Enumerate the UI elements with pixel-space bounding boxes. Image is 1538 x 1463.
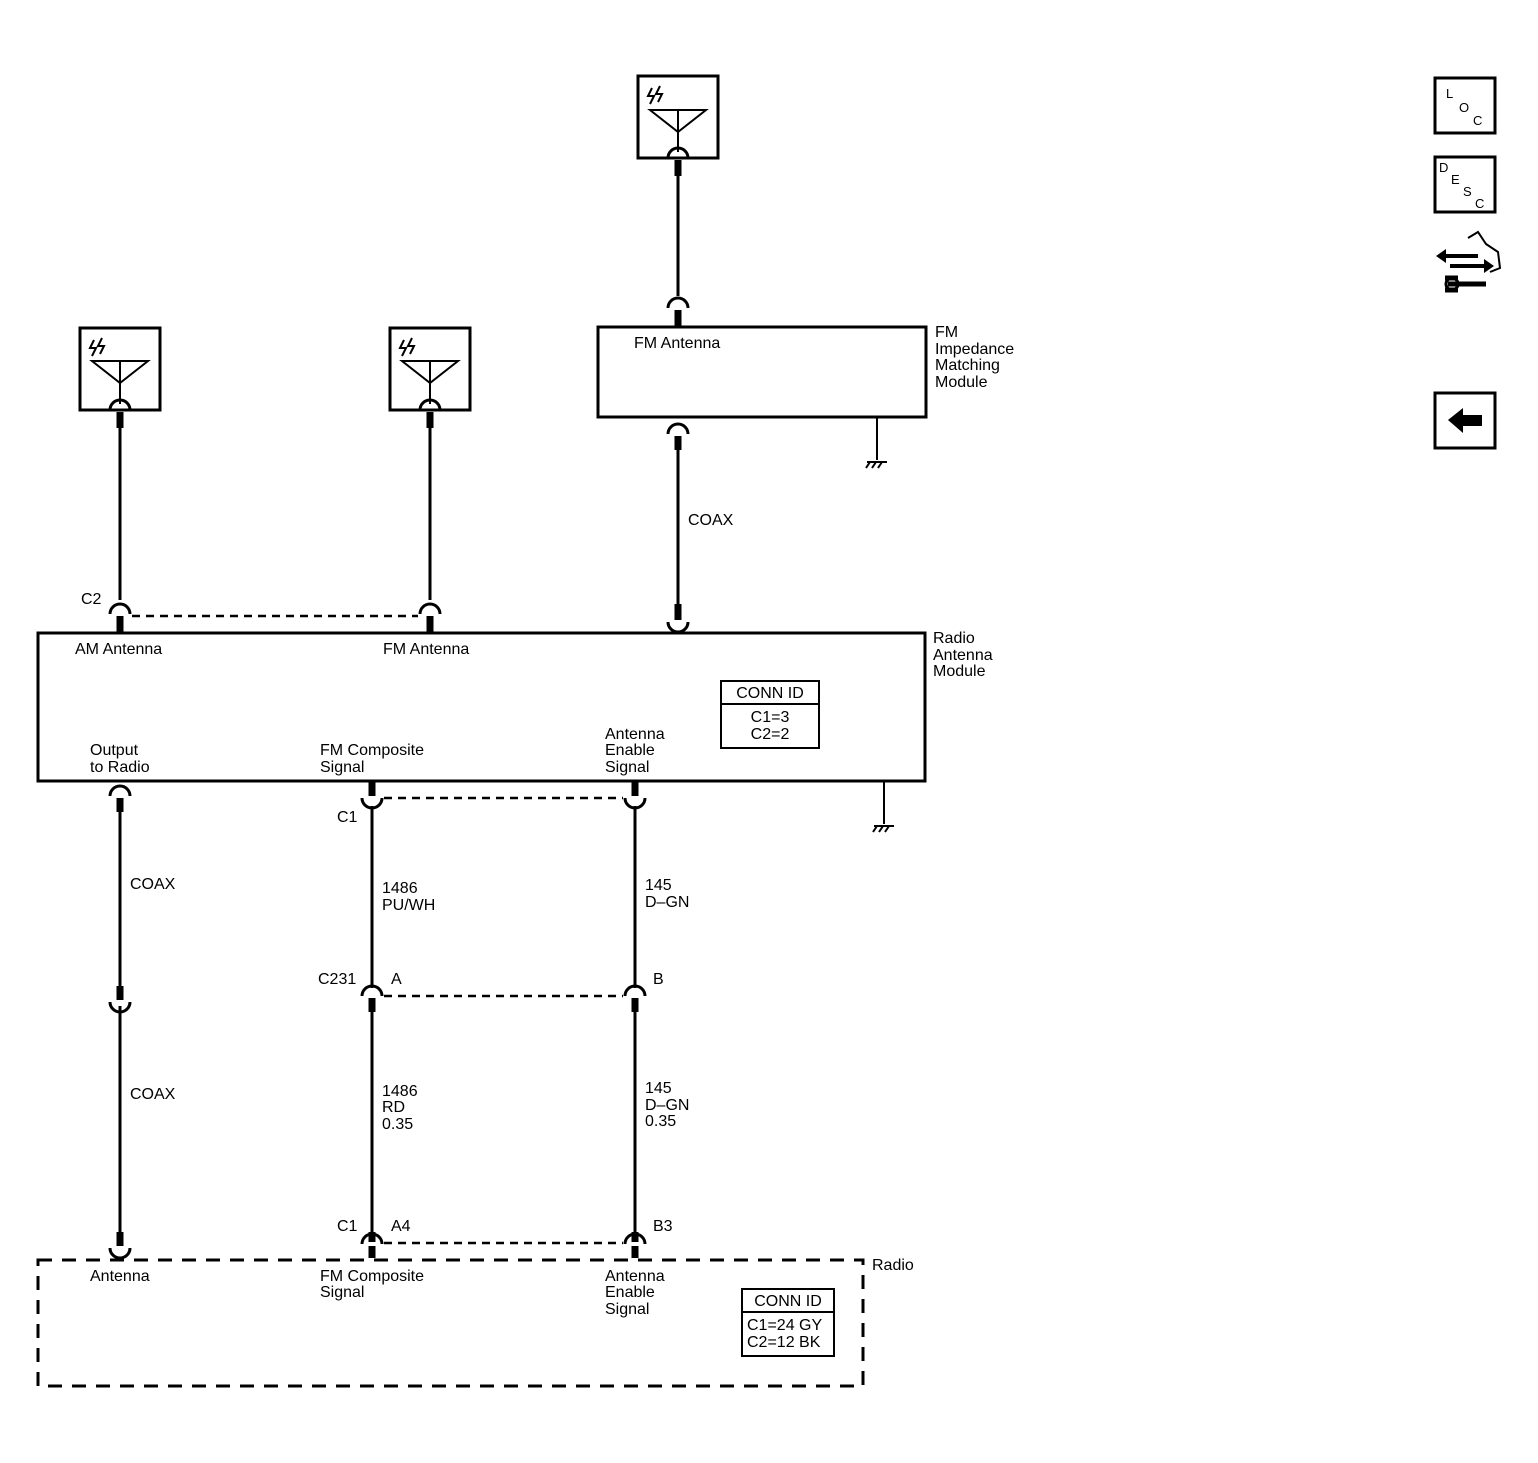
w1486-lower-color: RD — [382, 1099, 405, 1116]
desc-letter-d: D — [1439, 160, 1448, 175]
antenna-enable-signal-1: Antenna — [605, 726, 665, 743]
loc-letter-c: C — [1473, 113, 1482, 128]
connector-end-view-icon[interactable] — [1436, 230, 1502, 293]
ram-conn-id-c2: C2=2 — [751, 726, 790, 743]
fm-module-pin-label: FM Antenna — [634, 335, 720, 352]
fm-antenna-pin-label: FM Antenna — [383, 641, 469, 658]
w145-upper-color: D–GN — [645, 894, 689, 911]
w1486-upper-num: 1486 — [382, 880, 418, 897]
ram-name-2: Antenna — [933, 647, 993, 664]
radio-c1-connector: C1 A4 B3 — [337, 1218, 673, 1258]
ram-conn-id-table: CONN ID C1=3 C2=2 — [720, 680, 820, 749]
ram-name-1: Radio — [933, 630, 975, 647]
radio-fm-composite-1: FM Composite — [320, 1268, 424, 1285]
radio-antenna-enable-3: Signal — [605, 1301, 649, 1318]
radio-antenna-module-c2: C2 — [81, 591, 442, 632]
radio-conn-id-title: CONN ID — [754, 1293, 822, 1310]
output-to-radio-2: to Radio — [90, 759, 150, 776]
desc-button[interactable]: D E S C — [1433, 155, 1497, 214]
radio-fm-composite-2: Signal — [320, 1284, 364, 1301]
c231-pin-a: A — [391, 971, 402, 988]
w145-lower-color: D–GN — [645, 1097, 689, 1114]
am-antenna-pin-label: AM Antenna — [75, 641, 162, 658]
ground-icon — [865, 417, 887, 469]
antenna-signal-icon — [88, 337, 106, 357]
fm-composite-signal-2: Signal — [320, 759, 364, 776]
coax-low-label: COAX — [130, 1086, 176, 1103]
loc-button[interactable]: L O C — [1433, 76, 1497, 135]
coax-mid-label: COAX — [130, 876, 176, 893]
coax-top-label: COAX — [688, 512, 734, 529]
inline-connector-c231: C231 A B — [318, 971, 664, 1012]
fm-composite-signal-1: FM Composite — [320, 742, 424, 759]
radio-name: Radio — [872, 1257, 914, 1274]
c1-label: C1 — [337, 809, 358, 826]
c2-label: C2 — [81, 591, 102, 608]
fm-antenna-top — [636, 74, 720, 176]
back-arrow-icon — [1448, 408, 1482, 433]
fm-module-name-2: Impedance — [935, 341, 1014, 358]
antenna-enable-signal-2: Enable — [605, 742, 655, 759]
radio-antenna-enable-2: Enable — [605, 1284, 655, 1301]
radio-antenna-pin-label: Antenna — [90, 1268, 150, 1285]
w145-lower-num: 145 — [645, 1080, 672, 1097]
desc-letter-c: C — [1475, 196, 1484, 211]
fm-module-name-4: Module — [935, 374, 988, 391]
radio-antenna-module: AM Antenna FM Antenna Radio Antenna Modu… — [36, 630, 993, 833]
am-antenna — [78, 326, 162, 428]
desc-letter-s: S — [1463, 184, 1472, 199]
back-button[interactable] — [1433, 391, 1497, 450]
ram-name-3: Module — [933, 663, 986, 680]
ground-icon — [872, 781, 894, 833]
radio-conn-id-c1: C1=24 GY — [747, 1317, 822, 1334]
fm-module-name-3: Matching — [935, 357, 1000, 374]
desc-letter-e: E — [1451, 172, 1460, 187]
fm-module-input-pin — [666, 296, 690, 326]
fm-module-output-pin — [666, 422, 690, 450]
radio-conn-id-c2: C2=12 BK — [747, 1334, 821, 1351]
w1486-lower-num: 1486 — [382, 1083, 418, 1100]
radio-pin-a4: A4 — [391, 1218, 411, 1235]
radio-conn-id-table: CONN ID C1=24 GY C2=12 BK — [741, 1288, 835, 1357]
w1486-lower-size: 0.35 — [382, 1116, 413, 1133]
antenna-signal-icon — [398, 337, 416, 357]
output-to-radio-pin — [108, 784, 132, 812]
radio-c1-label: C1 — [337, 1218, 358, 1235]
output-to-radio-1: Output — [90, 742, 139, 759]
radio-antenna-enable-1: Antenna — [605, 1268, 665, 1285]
fm-module-name-1: FM — [935, 324, 958, 341]
fm-impedance-matching-module: FM Antenna FM Impedance Matching Module — [596, 324, 1014, 469]
antenna-enable-signal-3: Signal — [605, 759, 649, 776]
radio-pin-b3: B3 — [653, 1218, 673, 1235]
ram-conn-id-c1: C1=3 — [751, 709, 790, 726]
loc-letter-l: L — [1446, 86, 1453, 101]
radio-component: Radio Antenna FM Composite Signal Antenn… — [36, 1257, 914, 1388]
c231-pin-b: B — [653, 971, 664, 988]
radio-antenna-module-c1: C1 — [337, 782, 647, 826]
c231-label: C231 — [318, 971, 356, 988]
w1486-upper-color: PU/WH — [382, 897, 435, 914]
fm-antenna — [388, 326, 472, 428]
antenna-signal-icon — [646, 85, 664, 105]
radio-antenna-module-coax-pin — [666, 604, 690, 634]
w145-upper-num: 145 — [645, 877, 672, 894]
loc-letter-o: O — [1459, 100, 1469, 115]
w145-lower-size: 0.35 — [645, 1113, 676, 1130]
ram-conn-id-title: CONN ID — [736, 685, 804, 702]
radio-antenna-pin — [108, 1232, 132, 1260]
